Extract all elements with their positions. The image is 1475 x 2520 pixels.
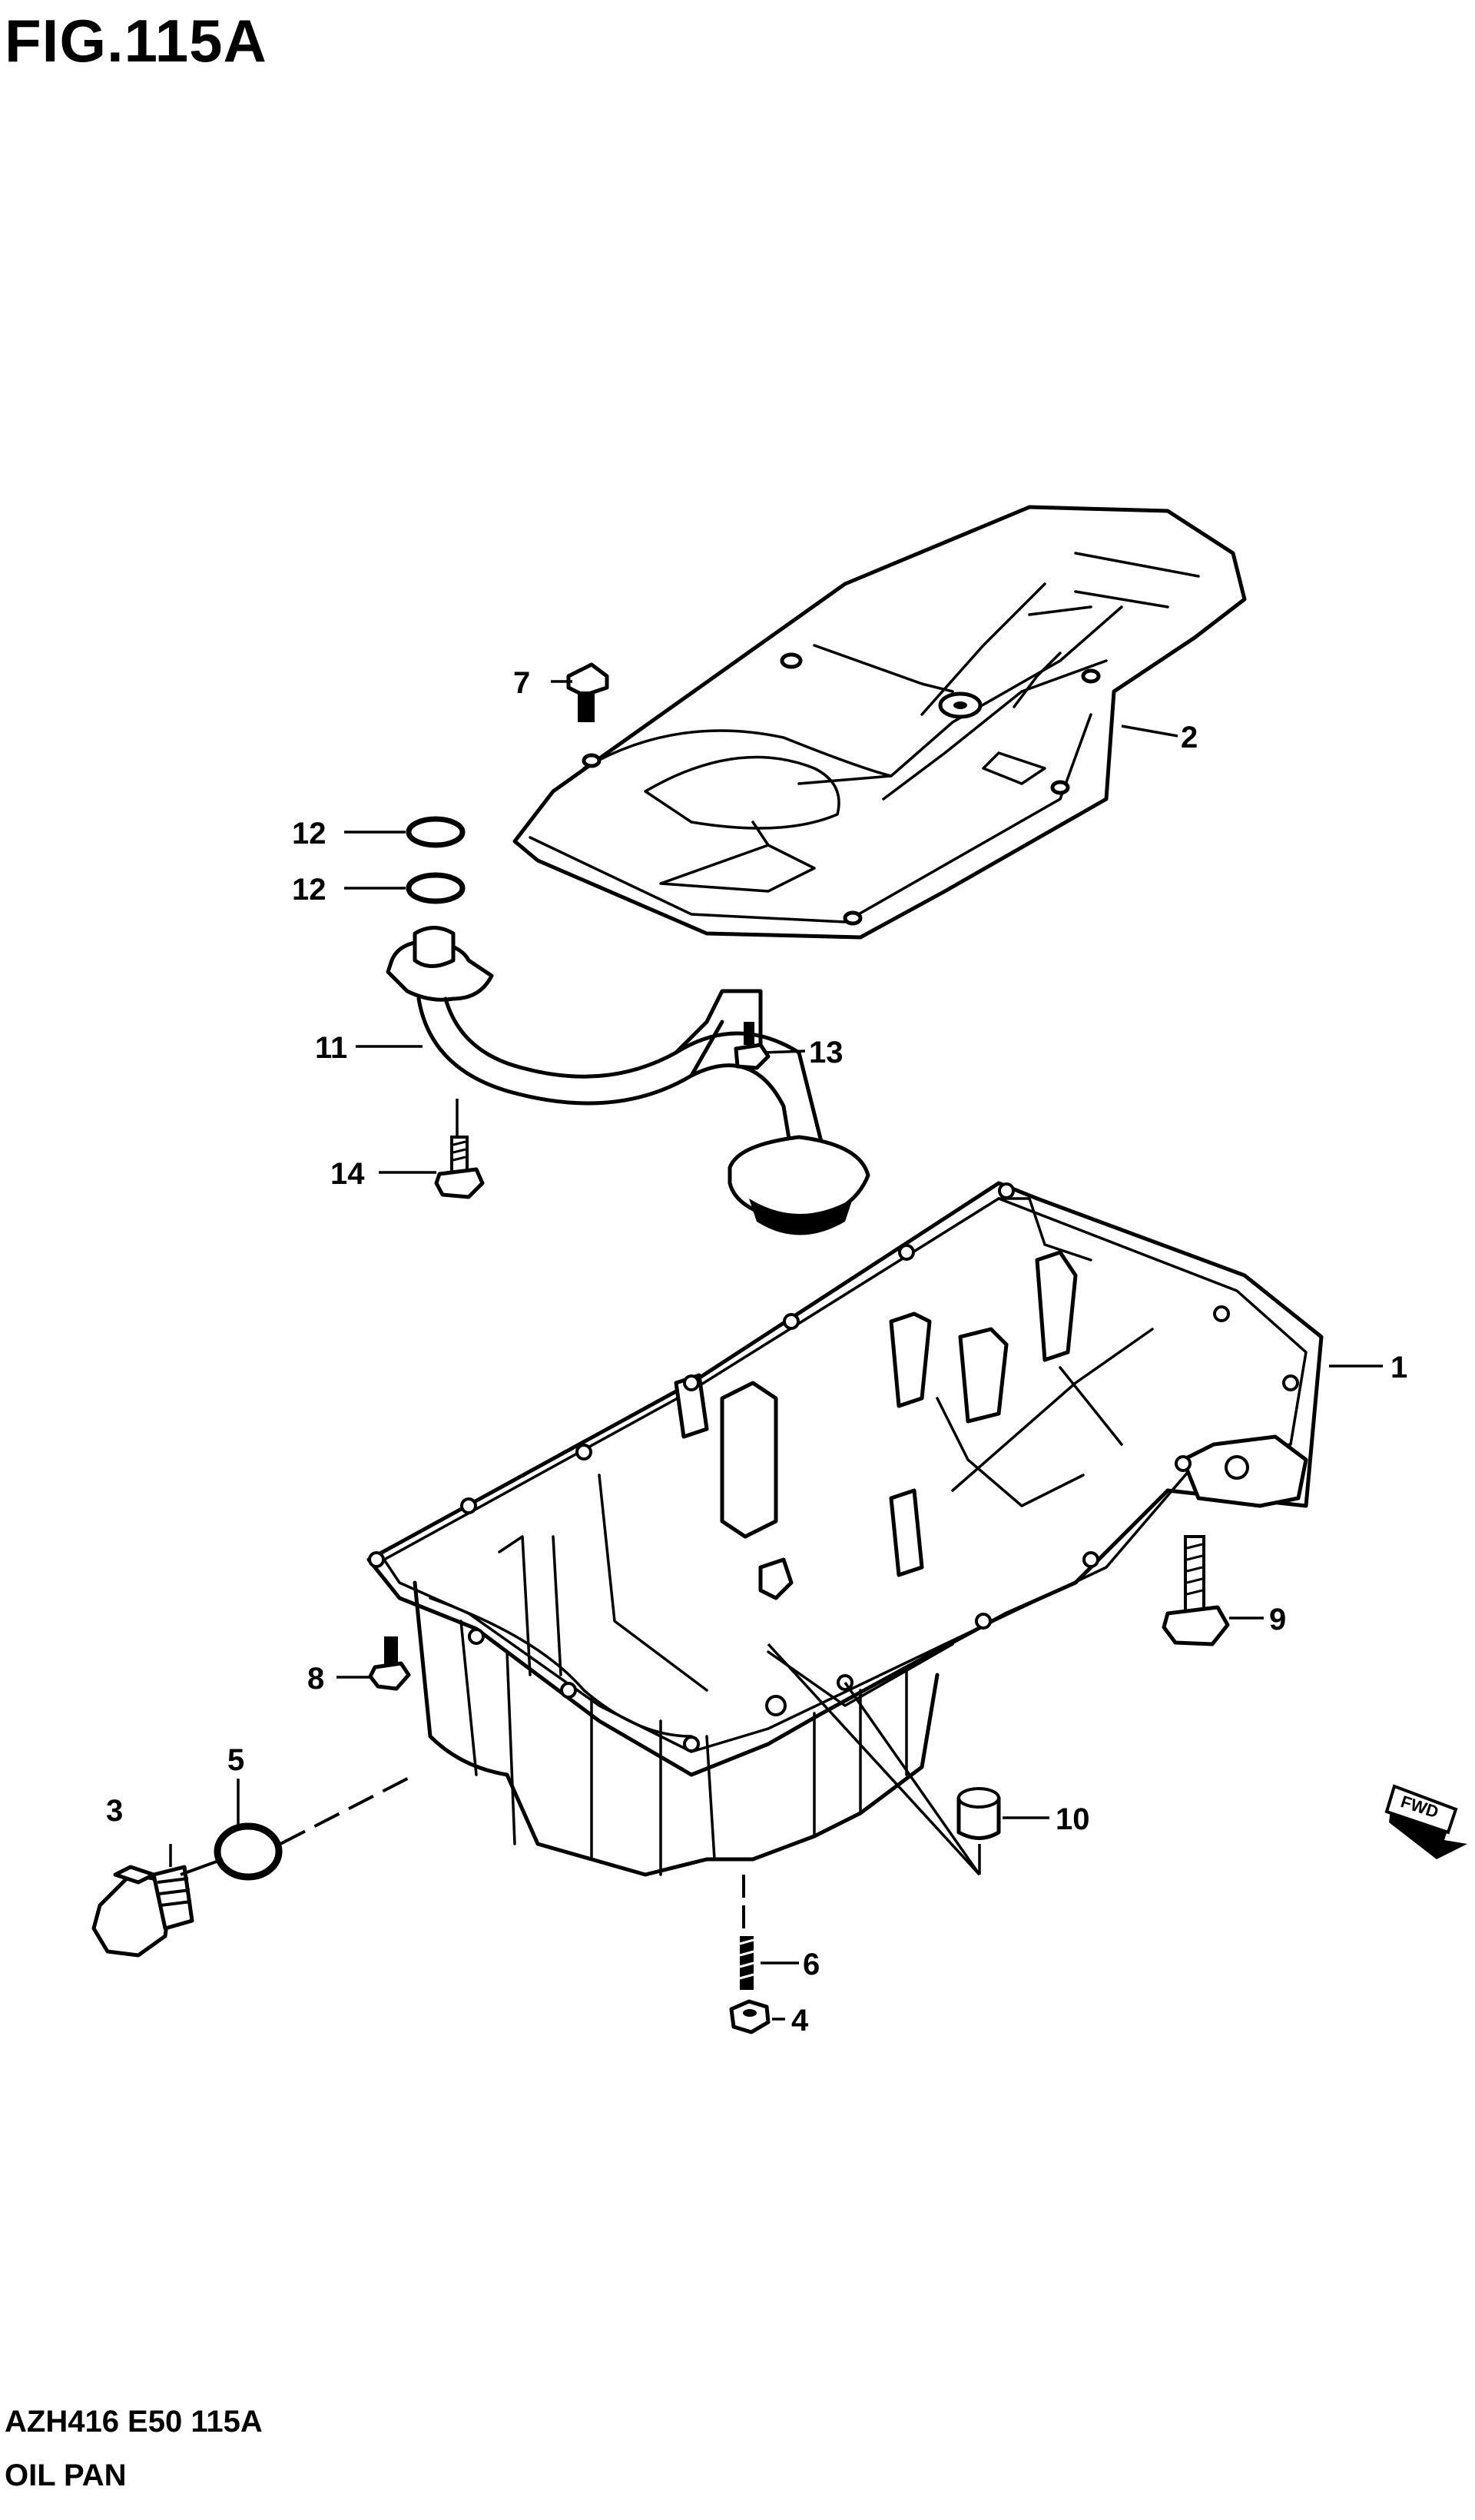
callout-labels: 1 2 3 4 5 6 7 8 9 10 11 12 12 13 14 — [106, 666, 1407, 2038]
callout-13: 13 — [809, 1036, 844, 1069]
forward-direction-badge: FWD — [1384, 1784, 1467, 1859]
callout-7: 7 — [513, 666, 530, 700]
callout-14: 14 — [330, 1157, 365, 1191]
callout-6: 6 — [803, 1948, 820, 1981]
callout-1: 1 — [1390, 1351, 1407, 1384]
oil-pan-part — [366, 1181, 1324, 1877]
callout-10: 10 — [1056, 1802, 1090, 1836]
callout-3: 3 — [106, 1794, 123, 1828]
callout-8: 8 — [307, 1662, 324, 1696]
callout-11: 11 — [315, 1031, 347, 1065]
bolt-14-part — [434, 1136, 485, 1199]
bolt-9-part — [1162, 1535, 1230, 1646]
figure-title: FIG.115A — [5, 7, 267, 75]
nut-4-part — [729, 1999, 771, 2034]
drain-plug-3-part — [91, 1865, 194, 1958]
baffle-plate-part — [512, 505, 1247, 940]
drain-gasket-5-part — [214, 1822, 283, 1881]
callout-5: 5 — [227, 1743, 244, 1777]
diagram-code: AZH416 E50 115A — [5, 2405, 263, 2439]
bolt-7-part — [566, 662, 609, 722]
callout-12-upper: 12 — [292, 817, 326, 850]
dowel-pin-10-part — [956, 1787, 1001, 1840]
callout-12-lower: 12 — [292, 873, 326, 907]
callout-2: 2 — [1181, 721, 1198, 754]
stud-bolt-6-part — [739, 1936, 754, 1990]
callout-4: 4 — [791, 2004, 809, 2038]
o-rings-12-part — [406, 816, 466, 904]
bolt-13-part — [734, 1022, 771, 1070]
diagram-caption: OIL PAN — [5, 2459, 127, 2492]
leader-lines — [169, 680, 1383, 2021]
bolt-8-part — [368, 1636, 411, 1691]
callout-9: 9 — [1269, 1603, 1286, 1636]
